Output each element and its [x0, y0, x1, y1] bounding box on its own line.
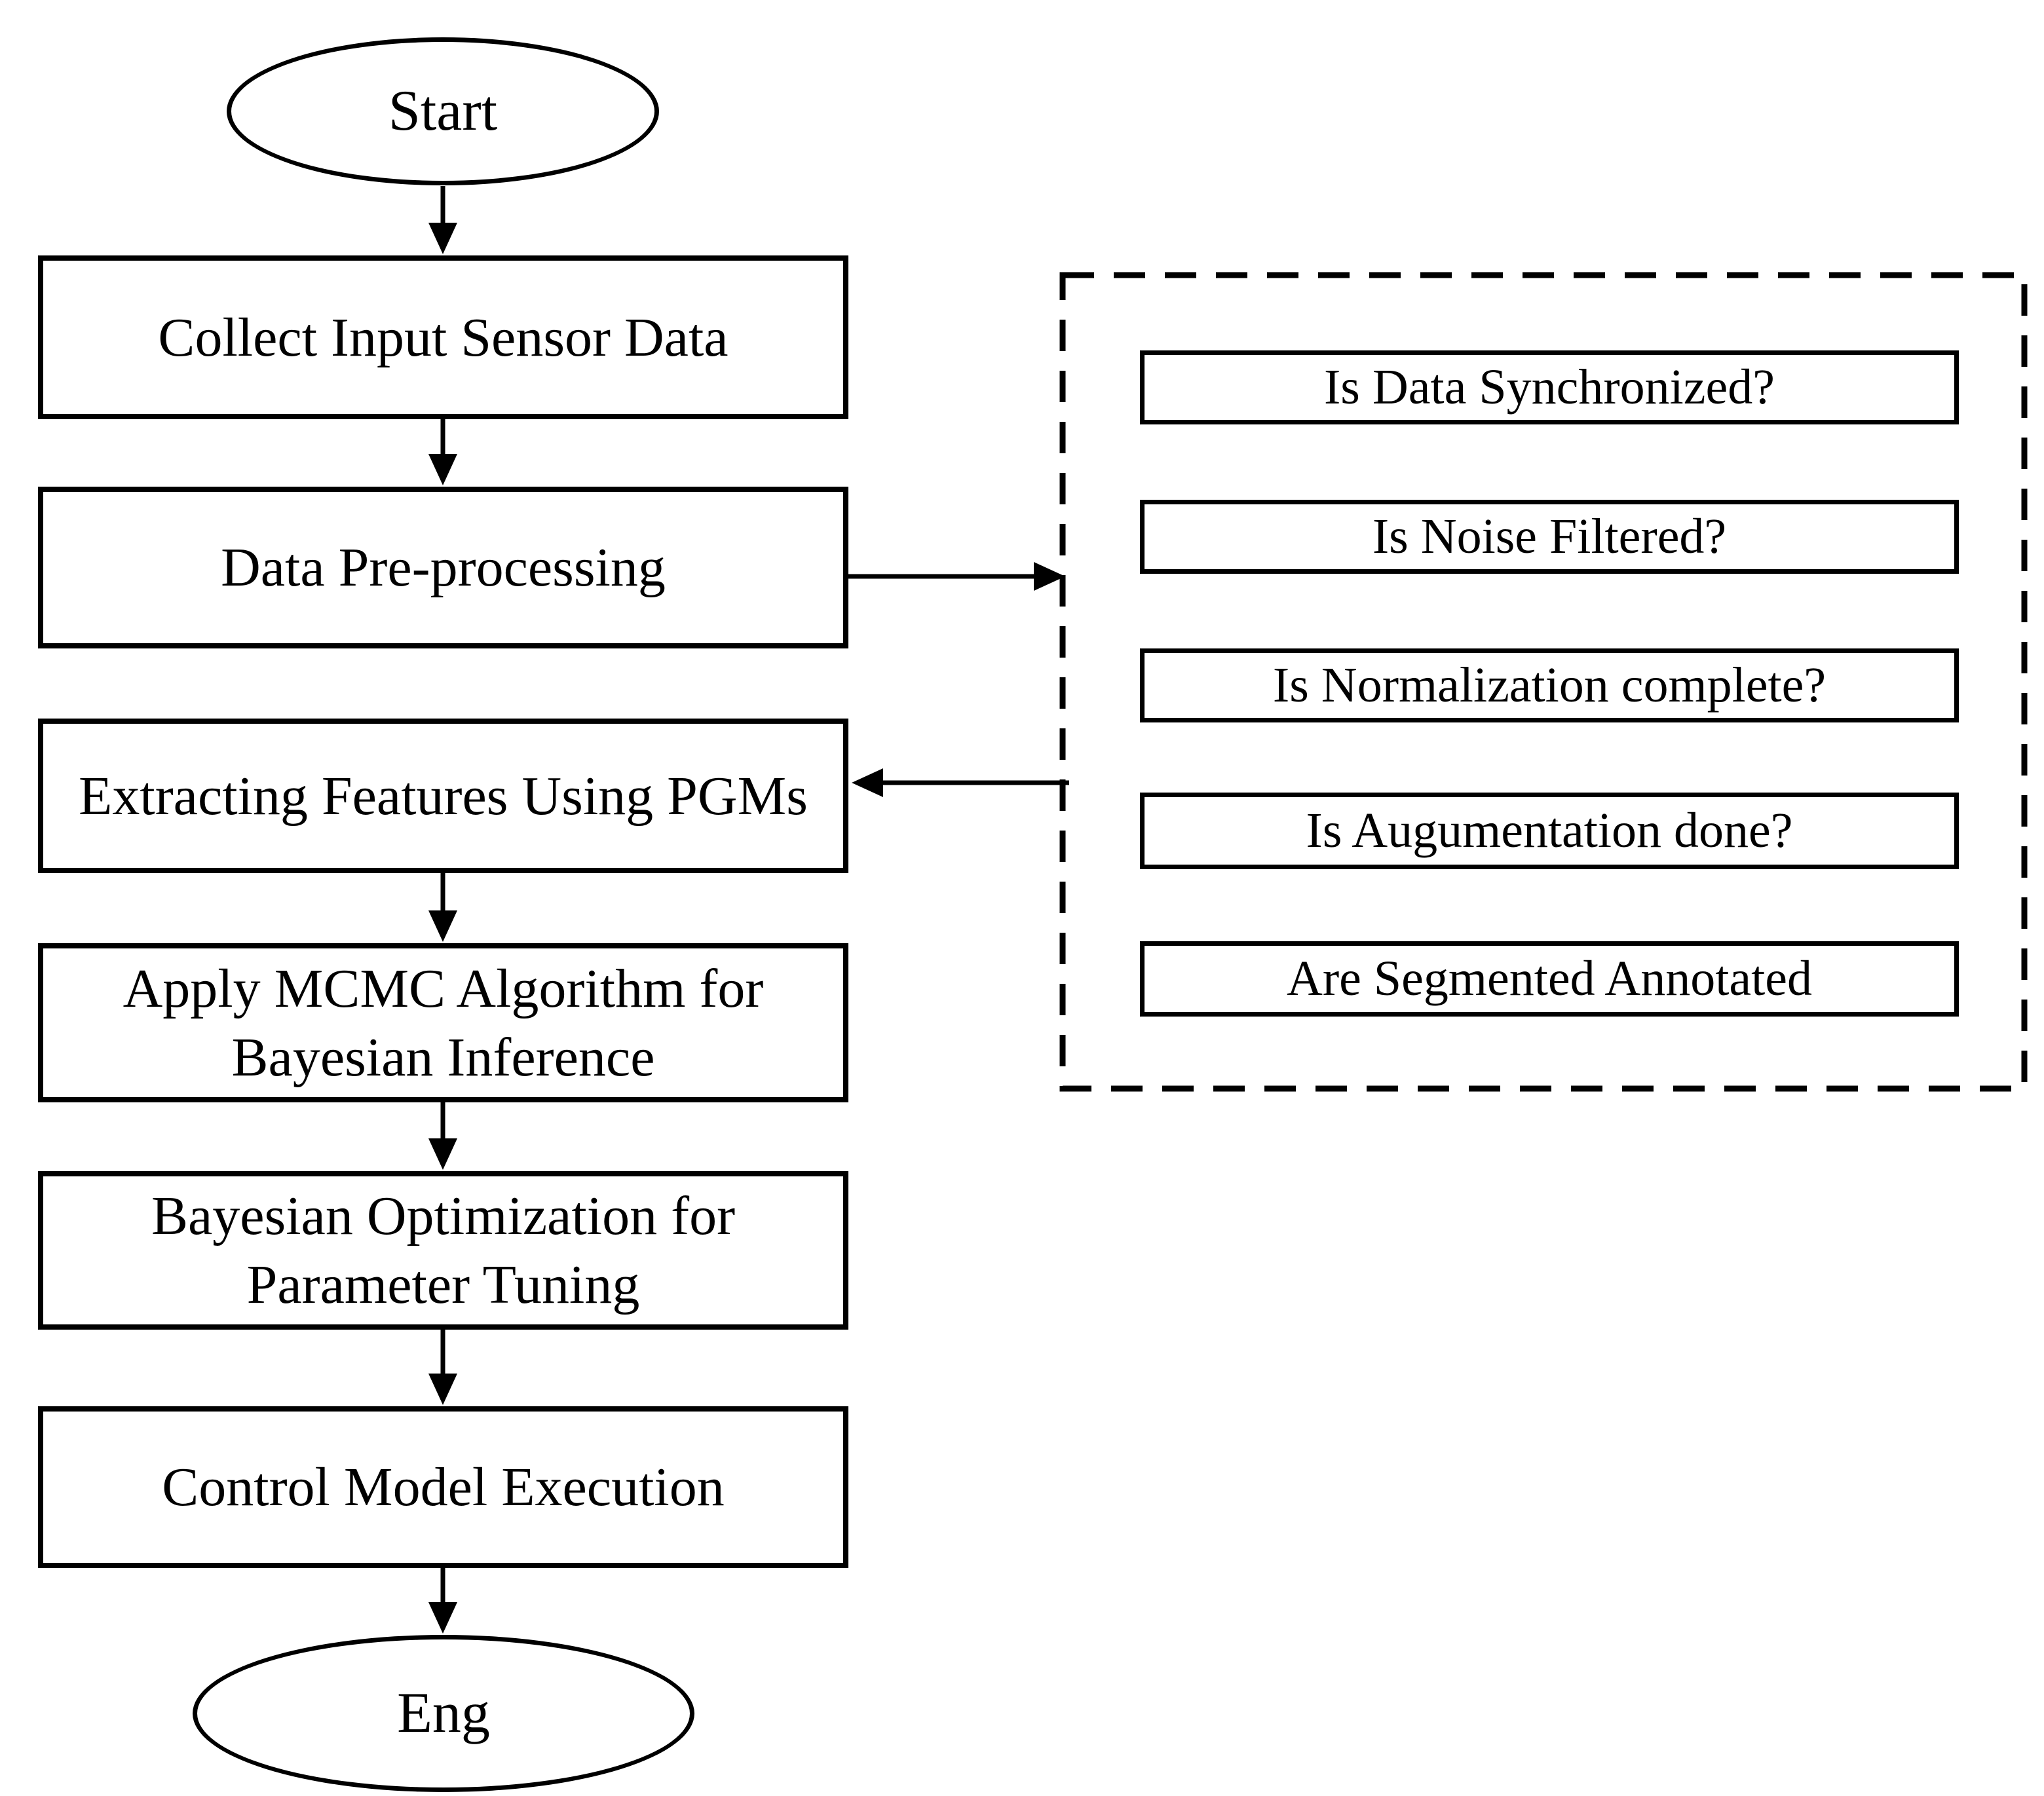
- node-optimization-label-line2: Parameter Tuning: [246, 1254, 640, 1315]
- arrow-checklist-to-extract: [852, 768, 1069, 797]
- check-item-noise-filtered: Is Noise Filtered?: [1140, 500, 1959, 574]
- check-item-augmentation-done: Is Augumentation done?: [1140, 793, 1959, 869]
- node-control-label: Control Model Execution: [162, 1457, 725, 1518]
- arrow-optimization-to-control: [428, 1330, 457, 1405]
- node-mcmc-label-line2: Bayesian Inference: [231, 1026, 655, 1088]
- node-end: Eng: [193, 1635, 694, 1792]
- node-end-label: Eng: [397, 1681, 490, 1745]
- node-collect-input-sensor-data: Collect Input Sensor Data: [38, 255, 848, 419]
- check-item-label: Is Augumentation done?: [1306, 803, 1793, 858]
- arrow-collect-to-preprocessing: [428, 419, 457, 485]
- arrow-start-to-collect: [428, 186, 457, 254]
- arrow-extract-to-mcmc: [428, 873, 457, 942]
- node-extracting-features-using-pgms: Extracting Features Using PGMs: [38, 719, 848, 873]
- check-item-data-synchronized: Is Data Synchronized?: [1140, 350, 1959, 424]
- node-start: Start: [227, 37, 659, 185]
- node-control-model-execution: Control Model Execution: [38, 1406, 848, 1568]
- node-apply-mcmc-algorithm: Apply MCMC Algorithm for Bayesian Infere…: [38, 943, 848, 1102]
- node-collect-label: Collect Input Sensor Data: [158, 307, 729, 368]
- check-item-label: Is Normalization complete?: [1272, 658, 1826, 713]
- checklist-panel-border: [1059, 272, 2028, 1092]
- check-item-label: Is Data Synchronized?: [1324, 360, 1775, 415]
- node-extract-label: Extracting Features Using PGMs: [79, 765, 808, 827]
- arrow-mcmc-to-optimization: [428, 1102, 457, 1170]
- arrow-control-to-end: [428, 1568, 457, 1634]
- node-bayesian-optimization: Bayesian Optimization for Parameter Tuni…: [38, 1171, 848, 1330]
- check-item-segmented-annotated: Are Segmented Annotated: [1140, 941, 1959, 1017]
- arrow-preprocessing-to-checklist: [848, 562, 1065, 591]
- node-optimization-label-line1: Bayesian Optimization for: [151, 1186, 736, 1246]
- check-item-label: Are Segmented Annotated: [1286, 951, 1812, 1006]
- node-preprocessing-label: Data Pre-processing: [221, 537, 666, 598]
- node-mcmc-label-line1: Apply MCMC Algorithm for: [123, 958, 764, 1019]
- check-item-label: Is Noise Filtered?: [1372, 509, 1727, 564]
- node-start-label: Start: [388, 79, 498, 143]
- node-data-pre-processing: Data Pre-processing: [38, 487, 848, 648]
- check-item-normalization-complete: Is Normalization complete?: [1140, 648, 1959, 722]
